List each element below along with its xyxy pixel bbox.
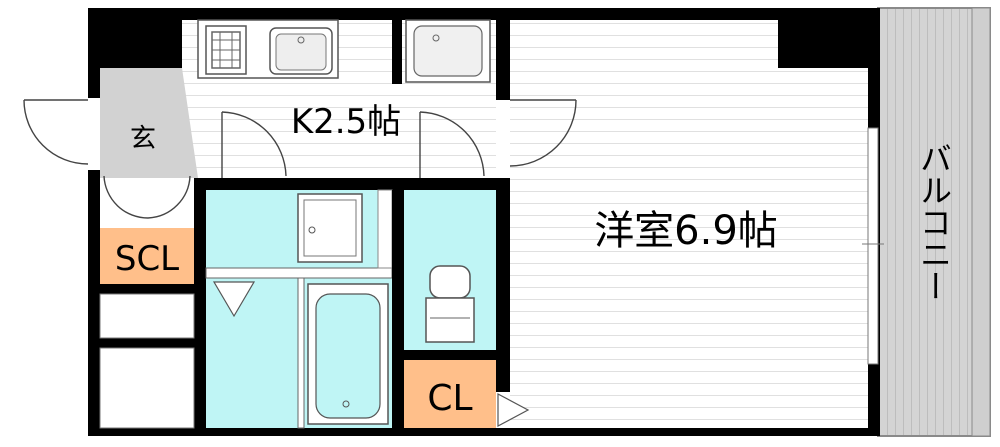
kitchen-label: K2.5帖: [291, 102, 401, 142]
entrance-label: 玄: [130, 124, 156, 154]
closet-door-icon: [497, 393, 530, 427]
bathtub-icon: [307, 283, 389, 425]
washbasin-icon: [405, 19, 491, 83]
door-swing-icon: [212, 281, 256, 318]
toilet-icon: [425, 265, 475, 343]
western-room-label: 洋室6.9帖: [594, 208, 778, 254]
cl-area: [404, 360, 496, 428]
scl-area: [100, 228, 194, 284]
stove-icon: [211, 31, 241, 69]
balcony-label: バルコニー: [915, 142, 953, 302]
kitchen-counter: [197, 19, 339, 79]
washing-machine-pan-icon: [297, 193, 363, 263]
door-swings: [23, 99, 577, 219]
entrance-floor: [100, 68, 198, 178]
sink-icon: [269, 27, 333, 75]
cl-label: CL: [427, 378, 472, 419]
scl-label: SCL: [115, 239, 179, 279]
balcony: [877, 7, 991, 437]
western-room-floor: [510, 20, 868, 428]
